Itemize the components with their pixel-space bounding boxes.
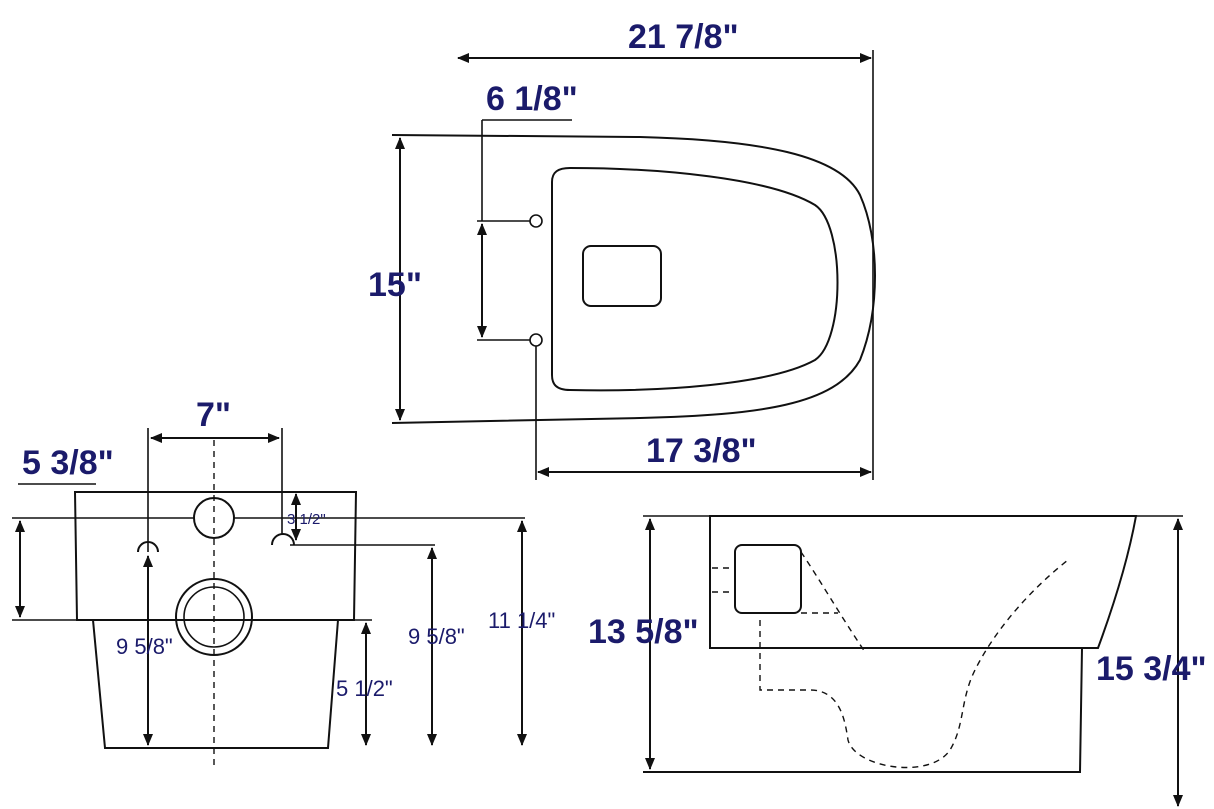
top-view: 21 7/8" 6 1/8" 15" 17 3/8" — [368, 18, 876, 480]
side-total-height-label: 15 3/4" — [1096, 650, 1207, 688]
rear-view: 7" 5 3/8" 3 1/2" 9 5/8" 9 5/8" 11 1/4" 5… — [12, 396, 555, 770]
top-view-hole-lower — [529, 333, 543, 347]
top-hole-offset-label: 6 1/8" — [486, 80, 578, 118]
side-view-inlet — [734, 544, 802, 614]
rear-center-height-label: 9 5/8" — [116, 634, 173, 659]
side-height-label: 13 5/8" — [588, 613, 699, 651]
rear-left-height-label: 5 3/8" — [22, 444, 114, 482]
side-view-body — [709, 515, 1138, 649]
top-view-seat-opening — [551, 166, 839, 392]
rear-hole-spacing-label: 7" — [196, 396, 231, 434]
rear-right-height-label: 9 5/8" — [408, 624, 465, 649]
top-width-label: 21 7/8" — [628, 18, 739, 56]
side-view-base — [643, 647, 1098, 773]
side-view-trapway — [800, 551, 866, 653]
rear-lower-height-label: 5 1/2" — [336, 676, 393, 701]
side-view: 13 5/8" 15 3/4" — [588, 515, 1207, 807]
rear-view-bolt-right — [271, 533, 295, 546]
rear-small-vertical-label: 3 1/2" — [287, 511, 326, 528]
rear-total-height-label: 11 1/4" — [488, 608, 555, 633]
top-view-bowl-outline — [391, 134, 876, 424]
top-view-hole-upper — [529, 214, 543, 228]
top-length-label: 17 3/8" — [646, 432, 757, 470]
top-view-outlet — [582, 245, 662, 307]
rear-view-lower-body — [92, 619, 339, 749]
top-depth-label: 15" — [368, 266, 422, 304]
